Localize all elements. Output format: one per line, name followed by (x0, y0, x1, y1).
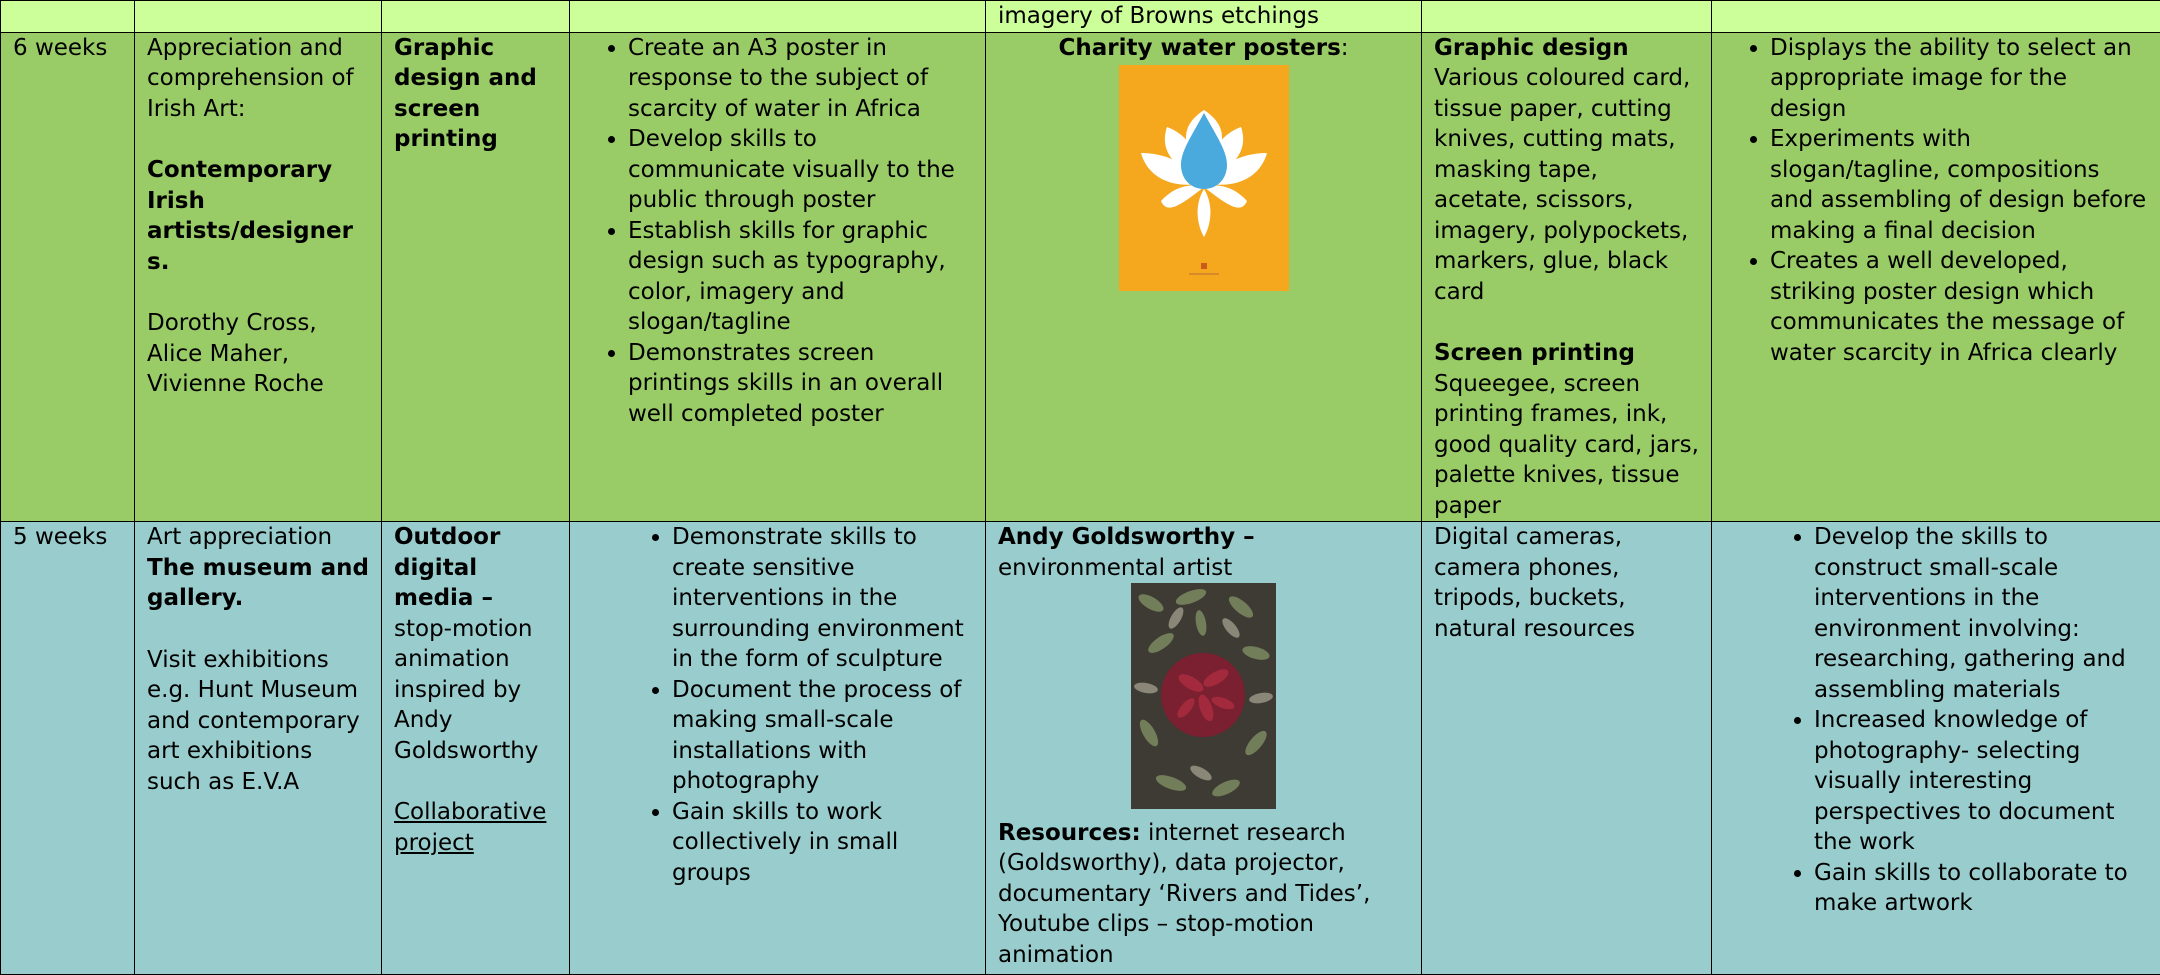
objectives-list: Demonstrate skills to create sensitive i… (582, 522, 973, 888)
resources-list: Various coloured card, tissue paper, cut… (1434, 63, 1699, 307)
list-item: Develop the skills to construct small-sc… (1814, 522, 2148, 705)
resources-list: Digital cameras, camera phones, tripods,… (1434, 522, 1699, 644)
resources-cell: Digital cameras, camera phones, tripods,… (1422, 522, 1712, 975)
exemplar-cell: Andy Goldsworthy – environmental artist (986, 522, 1422, 975)
artist-name: Alice Maher, (147, 339, 369, 370)
topic-heading: Outdoor digital media – (394, 522, 557, 614)
leaf-sculpture-icon (1131, 583, 1276, 809)
collaborative-project-label: Collaborative project (394, 797, 557, 858)
cell-empty (1, 1, 135, 33)
lotus-water-drop-poster (1119, 65, 1289, 291)
table-row: 6 weeks Appreciation and comprehension o… (1, 32, 2160, 522)
resources-heading: Graphic design (1434, 33, 1699, 64)
outcomes-cell: Develop the skills to construct small-sc… (1712, 522, 2160, 975)
resources-label: Resources: (998, 820, 1141, 846)
cell-empty (1422, 1, 1712, 33)
exemplar-heading: Andy Goldsworthy – (998, 522, 1409, 553)
exemplar-title-suffix: : (1341, 35, 1349, 61)
appreciation-heading: Contemporary Irish artists/designer s. (147, 155, 369, 277)
table-row: 5 weeks Art appreciation The museum and … (1, 522, 2160, 975)
topic-heading: Graphic design and screen printing (394, 33, 557, 155)
list-item: Document the process of making small-sca… (672, 675, 973, 797)
cell-empty (1712, 1, 2160, 33)
list-item: Experiments with slogan/tagline, composi… (1770, 124, 2148, 246)
list-item: Create an A3 poster in response to the s… (628, 33, 973, 125)
objectives-cell: Demonstrate skills to create sensitive i… (570, 522, 986, 975)
artist-name: Dorothy Cross, (147, 308, 369, 339)
exemplar-title: Charity water posters (1058, 35, 1340, 61)
duration: 6 weeks (13, 35, 107, 61)
appreciation-intro: Appreciation and comprehension of Irish … (147, 33, 369, 125)
appreciation-cell: Appreciation and comprehension of Irish … (135, 32, 382, 522)
resources-list: Squeegee, screen printing frames, ink, g… (1434, 369, 1699, 522)
appreciation-heading: The museum and gallery. (147, 553, 369, 614)
exemplar-subtitle: environmental artist (998, 553, 1409, 584)
cell-empty (382, 1, 570, 33)
list-item: Creates a well developed, striking poste… (1770, 246, 2148, 368)
exemplar-resources: Resources: internet research (Goldsworth… (998, 818, 1409, 971)
duration: 5 weeks (13, 524, 107, 550)
list-item: Increased knowledge of photography- sele… (1814, 705, 2148, 858)
list-item: Gain skills to collaborate to make artwo… (1814, 858, 2148, 919)
exemplar-cell: Charity water posters: (986, 32, 1422, 522)
topic-body: stop-motion animation inspired by Andy G… (394, 614, 557, 767)
duration-cell: 6 weeks (1, 32, 135, 522)
list-item: Displays the ability to select an approp… (1770, 33, 2148, 125)
list-item: Establish skills for graphic design such… (628, 216, 973, 338)
list-item: Develop skills to communicate visually t… (628, 124, 973, 216)
list-item: Demonstrates screen printings skills in … (628, 338, 973, 430)
resources-cell: Graphic design Various coloured card, ti… (1422, 32, 1712, 522)
artist-name: Vivienne Roche (147, 369, 369, 400)
appreciation-body: Visit exhibitions e.g. Hunt Museum and c… (147, 645, 369, 798)
topic-cell: Graphic design and screen printing (382, 32, 570, 522)
appreciation-intro: Art appreciation (147, 522, 369, 553)
leaf-sculpture-photo (1131, 583, 1276, 809)
exemplar-title-line: Charity water posters: (998, 33, 1409, 64)
resources-heading: Screen printing (1434, 338, 1699, 369)
lotus-icon (1119, 65, 1289, 291)
row0-text: imagery of Browns etchings (998, 3, 1319, 29)
table-row: imagery of Browns etchings (1, 1, 2160, 33)
objectives-cell: Create an A3 poster in response to the s… (570, 32, 986, 522)
cell-exemplar: imagery of Browns etchings (986, 1, 1422, 33)
outcomes-list: Develop the skills to construct small-sc… (1724, 522, 2148, 919)
cell-empty (570, 1, 986, 33)
objectives-list: Create an A3 poster in response to the s… (582, 33, 973, 430)
cell-empty (135, 1, 382, 33)
topic-cell: Outdoor digital media – stop-motion anim… (382, 522, 570, 975)
list-item: Demonstrate skills to create sensitive i… (672, 522, 973, 675)
duration-cell: 5 weeks (1, 522, 135, 975)
list-item: Gain skills to work collectively in smal… (672, 797, 973, 889)
appreciation-cell: Art appreciation The museum and gallery.… (135, 522, 382, 975)
outcomes-cell: Displays the ability to select an approp… (1712, 32, 2160, 522)
outcomes-list: Displays the ability to select an approp… (1724, 33, 2148, 369)
